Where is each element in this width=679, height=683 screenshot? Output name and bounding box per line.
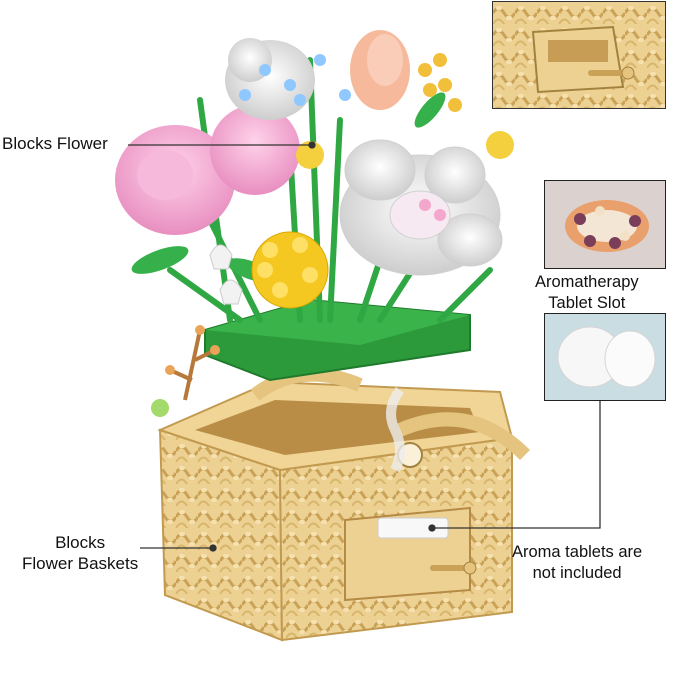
flower-bouquet [115, 30, 514, 417]
aroma-tablets-not-included-label: Aroma tablets are not included [512, 543, 643, 582]
blocks-flower-label: Blocks Flower [2, 134, 108, 153]
aromatherapy-photo [544, 180, 666, 269]
blocks-flower-baskets-label: Blocks Flower Baskets [22, 533, 139, 574]
flower-basket [157, 367, 530, 642]
drawer-detail-inset [492, 1, 666, 109]
aromatherapy-slot-label: Aromatherapy Tablet Slot [535, 273, 639, 312]
callout-lines [128, 141, 601, 552]
aroma-tablets-photo [544, 313, 666, 401]
